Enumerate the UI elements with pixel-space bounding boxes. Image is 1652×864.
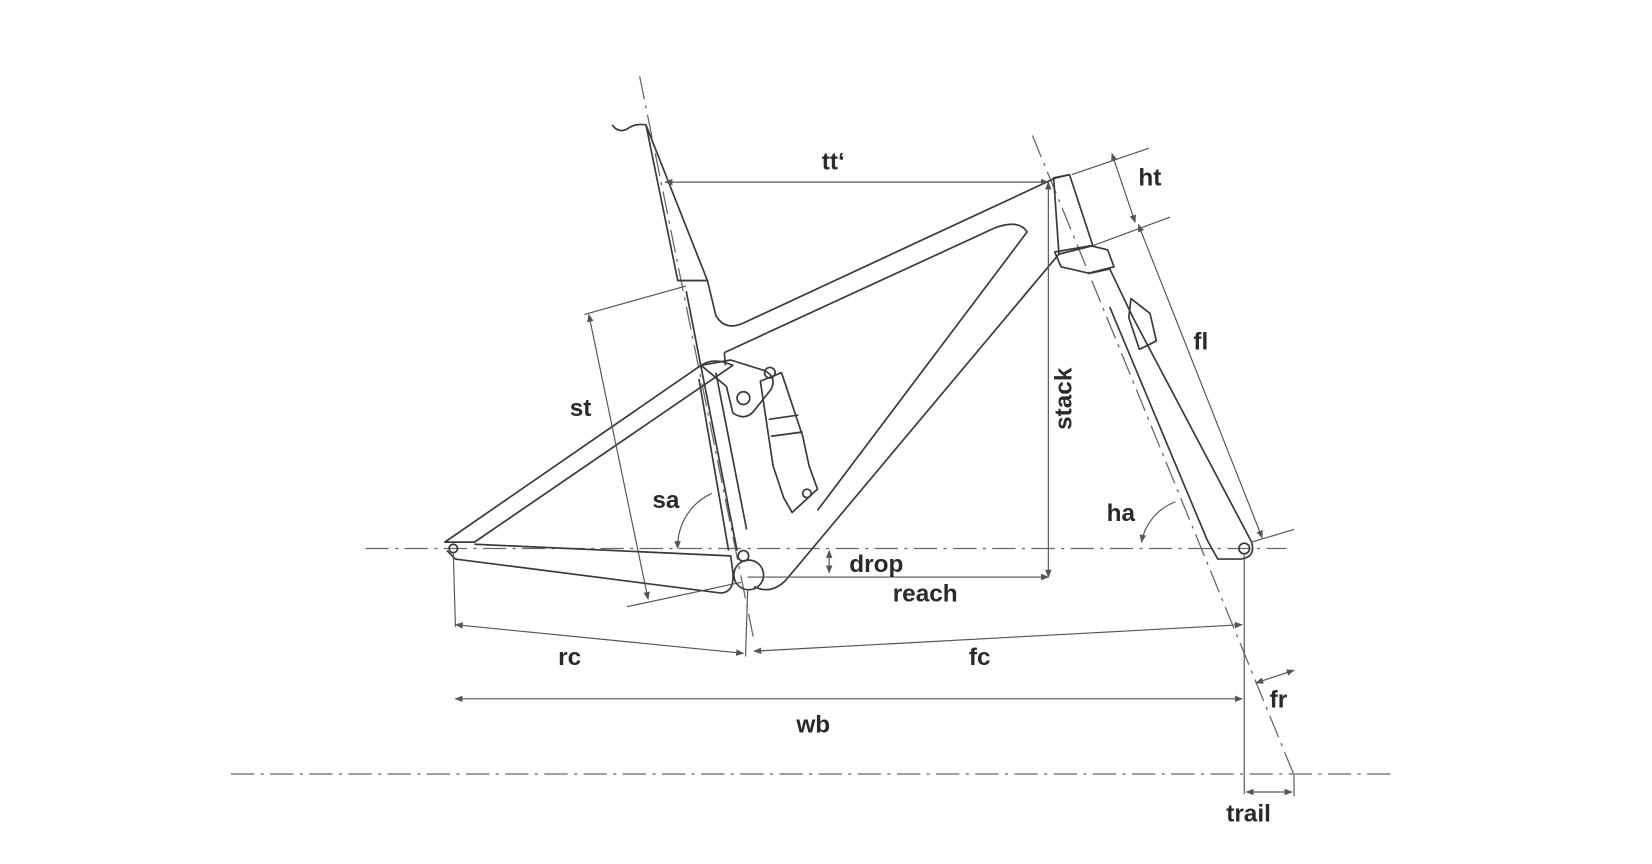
- label-drop: drop: [849, 551, 903, 578]
- shock-bottom-eye: [801, 488, 813, 499]
- head-tube: [1052, 173, 1094, 255]
- label-fork-rake: fr: [1270, 686, 1288, 713]
- label-fork-length: fl: [1193, 328, 1208, 355]
- down-tube: [753, 253, 1060, 591]
- label-wheelbase: wb: [795, 712, 830, 739]
- bottom-bracket: [733, 559, 765, 591]
- seat-tube-lower: [685, 291, 738, 551]
- label-top-tube: tt‘: [822, 148, 845, 175]
- seat-stay-link: [698, 372, 748, 551]
- label-seat-tube: st: [570, 395, 592, 422]
- main-pivot: [737, 549, 750, 563]
- top-tube-inner: [723, 223, 1029, 511]
- dimension-lines: [452, 147, 1295, 797]
- label-trail: trail: [1226, 801, 1271, 828]
- label-head-angle: ha: [1107, 500, 1136, 527]
- label-stack: stack: [1051, 367, 1078, 430]
- label-reach: reach: [893, 580, 958, 607]
- front-axle: [1238, 542, 1251, 555]
- rear-shock: [759, 371, 819, 514]
- seat-stay: [443, 360, 734, 543]
- label-head-tube: ht: [1138, 164, 1161, 191]
- rocker-pivot: [736, 390, 751, 406]
- steering-axis: [1031, 135, 1295, 776]
- seat-tube-axis: [639, 76, 755, 641]
- label-rear-center: rc: [558, 644, 581, 671]
- seat-tube-cluster: [677, 173, 1070, 327]
- label-front-center: fc: [969, 644, 991, 671]
- chainstay: [446, 543, 734, 594]
- seatpost: [611, 123, 709, 282]
- label-seat-angle: sa: [652, 487, 680, 514]
- fork-arch: [1127, 297, 1158, 351]
- bike-frame: [443, 123, 1254, 594]
- fork-crown: [1053, 244, 1115, 275]
